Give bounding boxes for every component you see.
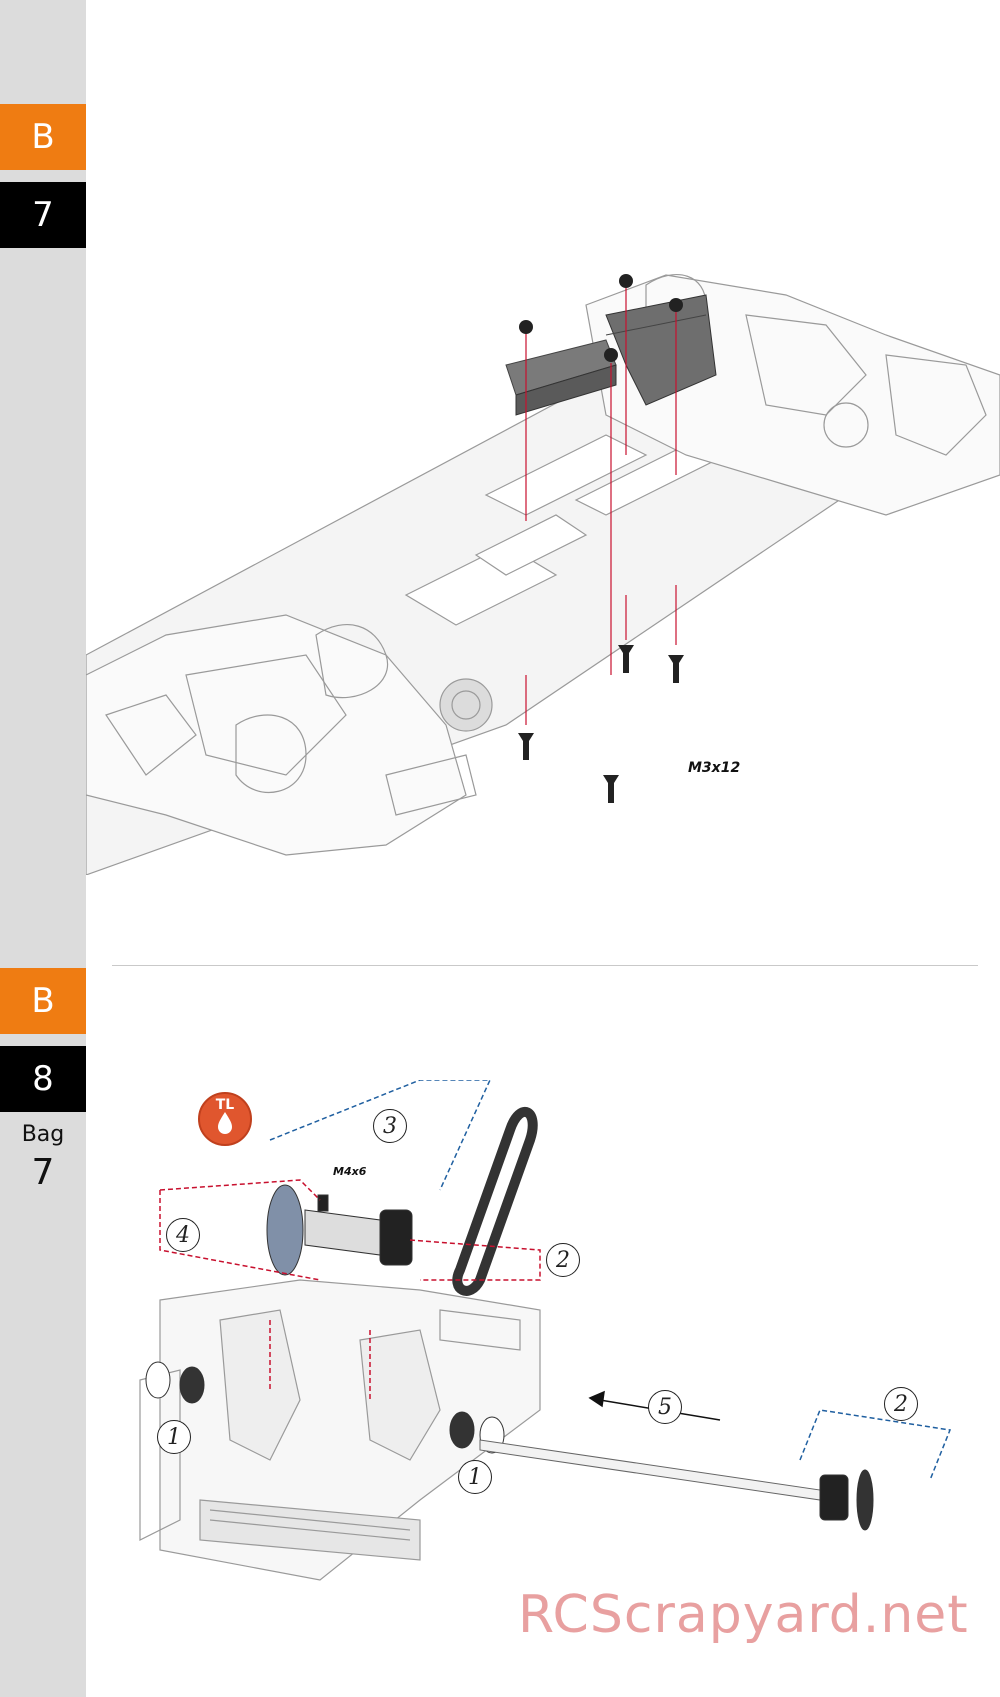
- callout-number: 5: [648, 1390, 682, 1424]
- sidebar: [0, 0, 86, 1697]
- bag-label: Bag: [21, 1122, 65, 1147]
- callout-number: 1: [458, 1460, 492, 1494]
- step-number-tab: 8: [0, 1046, 86, 1112]
- watermark: RCScrapyard.net: [518, 1585, 969, 1645]
- step-section-tab: B: [0, 104, 86, 170]
- step-number-tab: 7: [0, 182, 86, 248]
- callout-number: 1: [157, 1420, 191, 1454]
- screw-size-label: M3x12: [688, 760, 741, 776]
- screw-size-label: M4x6: [333, 1165, 367, 1178]
- chassis-top-deck-illustration: [86, 274, 1000, 875]
- drivetrain-assembly-illustration: [139, 1080, 952, 1581]
- droplet-icon: [218, 1112, 232, 1134]
- step-section-tab: B: [0, 968, 86, 1034]
- step-divider: [112, 965, 978, 966]
- callout-number: 2: [884, 1387, 918, 1421]
- callout-number: 4: [166, 1218, 200, 1252]
- bag-number: 7: [31, 1152, 55, 1193]
- callout-number: 2: [546, 1243, 580, 1277]
- callout-number: 3: [373, 1109, 407, 1143]
- threadlock-icon: TL: [198, 1092, 252, 1146]
